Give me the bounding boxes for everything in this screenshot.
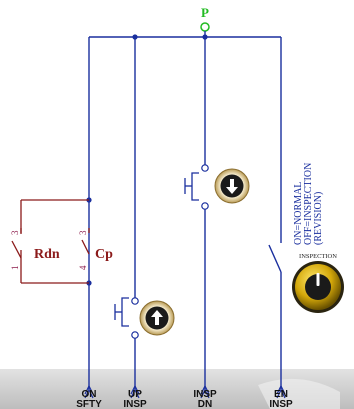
footer-glare: [258, 378, 340, 409]
knob-indicator: [316, 273, 320, 286]
terminal-on-sfty-line2: SFTY: [76, 399, 102, 409]
relay-contacts: [11, 199, 90, 284]
terminal-en-insp-line1: EN: [274, 389, 288, 400]
pin-cp-bottom: 4: [78, 265, 88, 270]
pin-cp-top: 3: [78, 230, 88, 235]
down-button[interactable]: [214, 168, 250, 204]
pin-rdn-bottom: 1: [10, 266, 20, 271]
svg-text:(REVISION): (REVISION): [313, 192, 324, 245]
svg-text:ON=NORMAL: ON=NORMAL: [293, 182, 304, 245]
relay-rdn-label: Rdn: [34, 247, 60, 262]
node-p: [200, 22, 210, 32]
terminal-en-insp-line2: INSP: [269, 399, 293, 409]
down-arrow-icon: [226, 179, 238, 194]
terminal-markers: [84, 384, 286, 399]
terminal-insp-dn-line1: INSP: [193, 389, 217, 400]
terminal-up-insp-line1: UP: [128, 389, 142, 400]
pin-rdn-top: 3: [10, 230, 20, 235]
inspection-knob[interactable]: [292, 261, 344, 313]
terminal-insp-dn-line2: DN: [198, 399, 212, 409]
node-p-label: P: [201, 5, 209, 20]
up-button[interactable]: [139, 300, 175, 336]
up-pushbutton-switch: [114, 297, 139, 339]
relay-cp-label: Cp: [95, 247, 113, 262]
up-arrow-icon: [151, 310, 163, 325]
terminal-on-sfty-line1: ON: [82, 389, 97, 400]
inspection-knob-label: INSPECTION: [299, 253, 337, 260]
junction-dot: [132, 34, 138, 40]
junction-dot: [202, 34, 208, 40]
switch-note: ON=NORMAL OFF=INSPECTION (REVISION): [293, 163, 324, 245]
terminal-up-insp-line2: INSP: [123, 399, 147, 409]
wire-en-insp: [268, 37, 282, 390]
svg-text:OFF=INSPECTION: OFF=INSPECTION: [303, 163, 314, 245]
down-pushbutton-switch: [184, 164, 209, 210]
